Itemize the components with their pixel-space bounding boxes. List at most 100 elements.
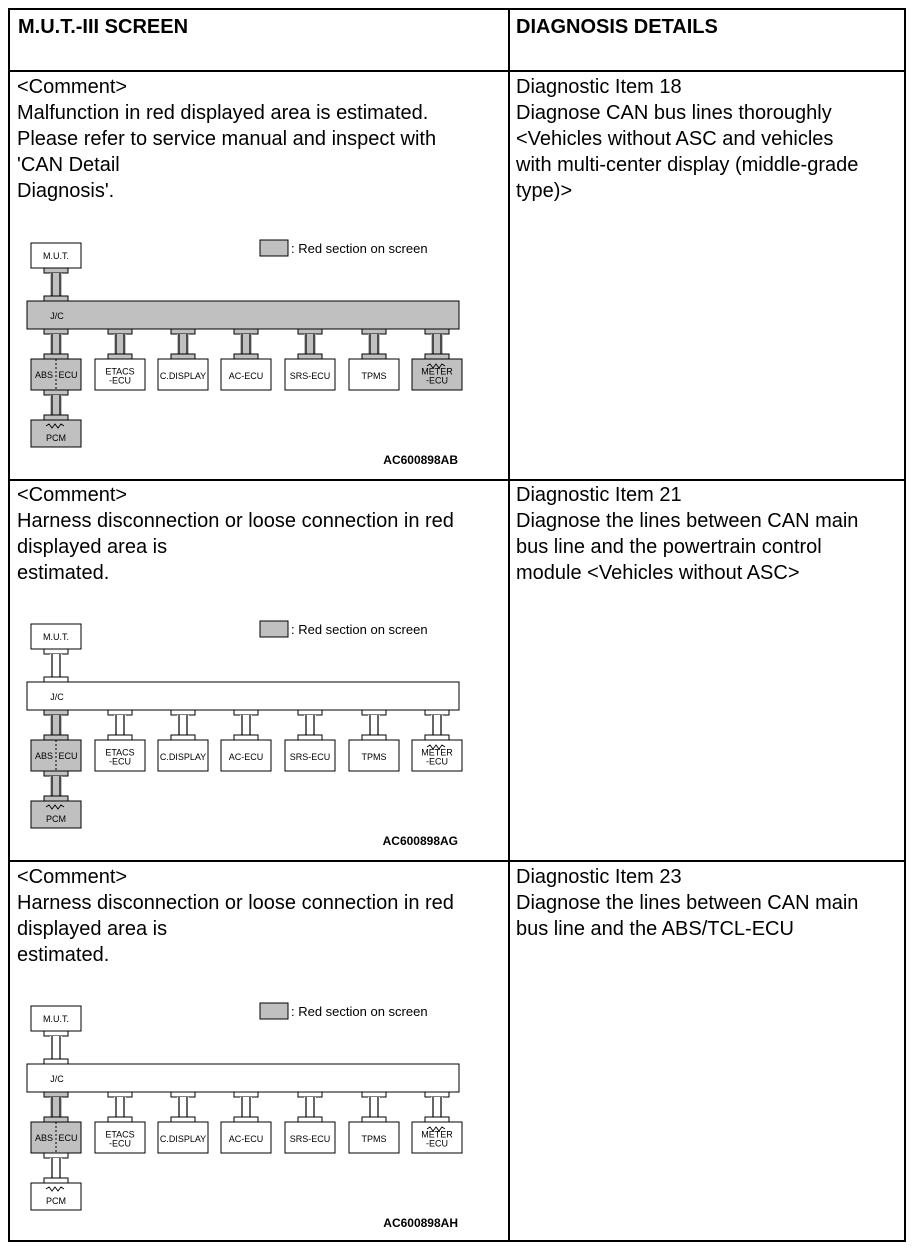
ecu-connector-cap-top-2 — [233, 1091, 259, 1098]
ecu-connector-cap-bottom-5 — [424, 353, 450, 360]
mut-connector-cap-bottom — [43, 295, 69, 302]
abs-connector-cap-top — [43, 1091, 69, 1098]
pcm-connector-cap-bottom — [43, 1177, 69, 1184]
legend-label: : Red section on screen — [291, 241, 428, 256]
pcm-connector-cap-bottom — [43, 795, 69, 802]
ecu-label-5: METER-ECU — [421, 367, 453, 386]
pcm-connector-cap-top — [43, 389, 69, 396]
pcm-box — [30, 1182, 82, 1211]
abs-connector-cap-bottom — [43, 1116, 69, 1123]
mut-connector-cap-top — [43, 267, 69, 274]
ecu-box-0 — [94, 739, 146, 772]
abs-label: ABS — [35, 370, 53, 380]
diagnosis-table: M.U.T.-III SCREEN DIAGNOSIS DETAILS <Com… — [8, 8, 906, 1242]
row-1-details: Diagnostic Item 18 Diagnose CAN bus line… — [516, 76, 859, 202]
row-divider — [10, 860, 904, 862]
ecu-connector-cap-top-1 — [170, 1091, 196, 1098]
meter-resistor-icon — [426, 363, 446, 369]
ecu-connector-cap-top-4 — [361, 328, 387, 335]
ecu-connector-cap-top-0 — [107, 709, 133, 716]
ecu-connector-4-fill — [368, 334, 380, 354]
ecu-connector-cap-top-2 — [233, 328, 259, 335]
row-3-details: Diagnostic Item 23 Diagnose the lines be… — [516, 866, 859, 940]
ecu-connector-cap-top-2 — [233, 709, 259, 716]
abs-connector-cap-bottom — [43, 734, 69, 741]
ecu-connector-cap-bottom-3 — [297, 734, 323, 741]
ecu-box-1 — [157, 1121, 209, 1154]
ecu-label-2: AC-ECU — [229, 1134, 264, 1144]
ecu-label-4: TPMS — [361, 371, 386, 381]
ecu-box-1 — [157, 739, 209, 772]
ecu-connector-4-fill — [368, 1097, 380, 1117]
jc-label: J/C — [50, 692, 64, 702]
ecu-box-3 — [284, 739, 336, 772]
ecu-connector-cap-bottom-1 — [170, 734, 196, 741]
ecu-label-4: TPMS — [361, 752, 386, 762]
ecu-connector-cap-top-1 — [170, 709, 196, 716]
ecu-connector-cap-bottom-5 — [424, 1116, 450, 1123]
mut-label: M.U.T. — [43, 632, 69, 642]
header-divider — [10, 70, 904, 72]
row-2-details: Diagnostic Item 21 Diagnose the lines be… — [516, 484, 859, 584]
ecu-label-1: C.DISPLAY — [160, 752, 206, 762]
ecu-label-3: SRS-ECU — [290, 752, 331, 762]
jc-bar — [26, 1063, 460, 1093]
legend-label: : Red section on screen — [291, 622, 428, 637]
mut-label: M.U.T. — [43, 251, 69, 261]
abs-connector-fill — [50, 1097, 62, 1117]
pcm-label: PCM — [46, 433, 66, 443]
mut-connector-cap-bottom — [43, 676, 69, 683]
mut-connector-cap-top — [43, 1030, 69, 1037]
ecu-connector-cap-bottom-4 — [361, 1116, 387, 1123]
ecu-label-0: ETACS-ECU — [105, 748, 134, 767]
row-2-comment: <Comment> Harness disconnection or loose… — [17, 484, 454, 584]
figure-code: AC600898AB — [383, 453, 458, 467]
ecu-connector-0-fill — [114, 715, 126, 735]
ecu-connector-cap-top-4 — [361, 1091, 387, 1098]
ecu-label-4: TPMS — [361, 1134, 386, 1144]
meter-resistor-icon — [426, 1126, 446, 1132]
ecu-connector-cap-bottom-0 — [107, 1116, 133, 1123]
ecu-connector-0-fill — [114, 334, 126, 354]
header-diagnosis-details: DIAGNOSIS DETAILS — [516, 16, 718, 38]
ecu-connector-cap-bottom-0 — [107, 734, 133, 741]
pcm-resistor-icon — [45, 1186, 65, 1192]
ecu-connector-cap-bottom-4 — [361, 353, 387, 360]
ecu-connector-cap-top-1 — [170, 328, 196, 335]
ecu-connector-cap-top-5 — [424, 709, 450, 716]
ecu-connector-3-fill — [304, 715, 316, 735]
header-mut-screen: M.U.T.-III SCREEN — [18, 16, 189, 38]
pcm-connector-fill — [50, 1158, 62, 1178]
jc-bar — [26, 681, 460, 711]
ecu-label-3: SRS-ECU — [290, 1134, 331, 1144]
pcm-connector-fill — [50, 395, 62, 415]
abs-connector-cap-top — [43, 328, 69, 335]
pcm-connector-cap-top — [43, 770, 69, 777]
legend-swatch — [259, 239, 289, 257]
ecu-connector-1-fill — [177, 334, 189, 354]
pcm-connector-cap-bottom — [43, 414, 69, 421]
legend-label: : Red section on screen — [291, 1004, 428, 1019]
ecu-box-4 — [348, 1121, 400, 1154]
jc-label: J/C — [50, 311, 64, 321]
ecu-connector-5-fill — [431, 715, 443, 735]
mut-box — [30, 623, 82, 650]
mut-connector-cap-bottom — [43, 1058, 69, 1065]
ecu-connector-3-fill — [304, 1097, 316, 1117]
mut-box — [30, 242, 82, 269]
ecu-label-1: C.DISPLAY — [160, 371, 206, 381]
row-1-comment: <Comment> Malfunction in red displayed a… — [17, 76, 437, 202]
pcm-label: PCM — [46, 814, 66, 824]
ecu-box-4 — [348, 739, 400, 772]
ecu-connector-cap-top-3 — [297, 709, 323, 716]
ecu-connector-3-fill — [304, 334, 316, 354]
abs-label: ABS — [35, 751, 53, 761]
ecu-connector-cap-bottom-1 — [170, 353, 196, 360]
ecu-connector-cap-bottom-2 — [233, 353, 259, 360]
ecu-connector-1-fill — [177, 1097, 189, 1117]
ecu-connector-cap-top-4 — [361, 709, 387, 716]
ecu-label-5: METER-ECU — [421, 1130, 453, 1149]
ecu-box-3 — [284, 1121, 336, 1154]
